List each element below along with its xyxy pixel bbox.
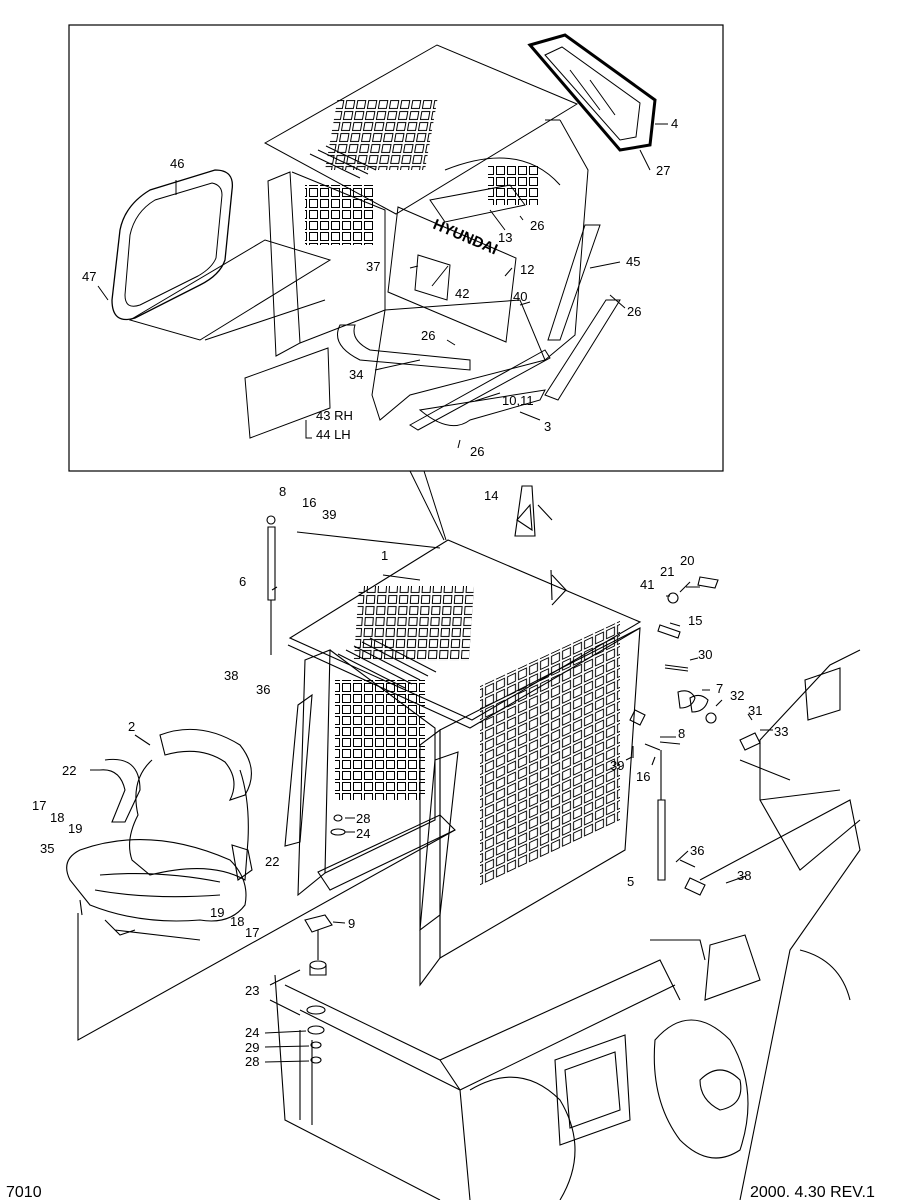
callout-42: 42 xyxy=(455,286,469,301)
callout-26-inset-b: 26 xyxy=(627,304,641,319)
callout-44: 44 LH xyxy=(316,427,351,442)
hardware-drawing xyxy=(625,576,773,896)
main-cab-drawing xyxy=(266,485,666,987)
callout-12: 12 xyxy=(520,262,534,277)
callout-38-right: 38 xyxy=(737,868,751,883)
callout-41: 41 xyxy=(640,577,654,592)
callout-36-right: 36 xyxy=(690,843,704,858)
seat-drawing xyxy=(66,728,456,1041)
brand-plate-text: HYUNDAI xyxy=(430,216,500,258)
callout-22-left: 22 xyxy=(62,763,76,778)
callout-21: 21 xyxy=(660,564,674,579)
footer-page-code: 7010 xyxy=(6,1184,42,1200)
callout-16-right: 16 xyxy=(636,769,650,784)
callout-32: 32 xyxy=(730,688,744,703)
callout-17-right: 17 xyxy=(245,925,259,940)
callout-30: 30 xyxy=(698,647,712,662)
detail-inset-frame xyxy=(68,24,724,472)
callout-45: 45 xyxy=(626,254,640,269)
callout-6: 6 xyxy=(239,574,246,589)
callout-7: 7 xyxy=(716,681,723,696)
callout-4: 4 xyxy=(671,116,678,131)
callout-1: 1 xyxy=(381,548,388,563)
callout-35: 35 xyxy=(40,841,54,856)
callout-29: 29 xyxy=(245,1040,259,1055)
callout-39-top: 39 xyxy=(322,507,336,522)
callout-43: 43 RH xyxy=(316,408,353,423)
callout-17-left: 17 xyxy=(32,798,46,813)
callout-47: 47 xyxy=(82,269,96,284)
callout-39-right: 39 xyxy=(610,758,624,773)
callout-23: 23 xyxy=(245,983,259,998)
callout-14: 14 xyxy=(484,488,498,503)
callout-5: 5 xyxy=(627,874,634,889)
detail-leader-lines xyxy=(409,470,447,541)
callout-18-left: 18 xyxy=(50,810,64,825)
callout-36-left: 36 xyxy=(256,682,270,697)
callout-22-right: 22 xyxy=(265,854,279,869)
callout-26-inset-d: 26 xyxy=(470,444,484,459)
callout-26-inset-c: 26 xyxy=(421,328,435,343)
callout-19-left: 19 xyxy=(68,821,82,836)
callout-13: 13 xyxy=(498,230,512,245)
callout-10-11: 10,11 xyxy=(502,393,534,408)
callout-26-inset-a: 26 xyxy=(530,218,544,233)
callout-16-top: 16 xyxy=(302,495,316,510)
inset-cab-drawing: HYUNDAI xyxy=(97,33,668,449)
callout-34: 34 xyxy=(349,367,363,382)
callout-24-lower: 24 xyxy=(245,1025,259,1040)
callout-31: 31 xyxy=(748,703,762,718)
footer-revision: 2000. 4.30 REV.1 xyxy=(750,1184,875,1200)
callout-28-upper: 28 xyxy=(356,811,370,826)
callout-27: 27 xyxy=(656,163,670,178)
machine-frame-drawing xyxy=(264,649,861,1200)
callout-38-left: 38 xyxy=(224,668,238,683)
callout-37: 37 xyxy=(366,259,380,274)
callout-46: 46 xyxy=(170,156,184,171)
callout-2: 2 xyxy=(128,719,135,734)
callout-15: 15 xyxy=(688,613,702,628)
callout-40: 40 xyxy=(513,289,527,304)
callout-28-lower: 28 xyxy=(245,1054,259,1069)
callout-8-top: 8 xyxy=(279,484,286,499)
callout-24-upper: 24 xyxy=(356,826,370,841)
callout-8-right: 8 xyxy=(678,726,685,741)
callout-20: 20 xyxy=(680,553,694,568)
callout-9: 9 xyxy=(348,916,355,931)
callout-18-right: 18 xyxy=(230,914,244,929)
callout-3: 3 xyxy=(544,419,551,434)
callout-19-right: 19 xyxy=(210,905,224,920)
callout-labels: 46 47 4 27 13 26 37 12 45 42 40 26 26 34… xyxy=(32,116,788,1069)
callout-33: 33 xyxy=(774,724,788,739)
